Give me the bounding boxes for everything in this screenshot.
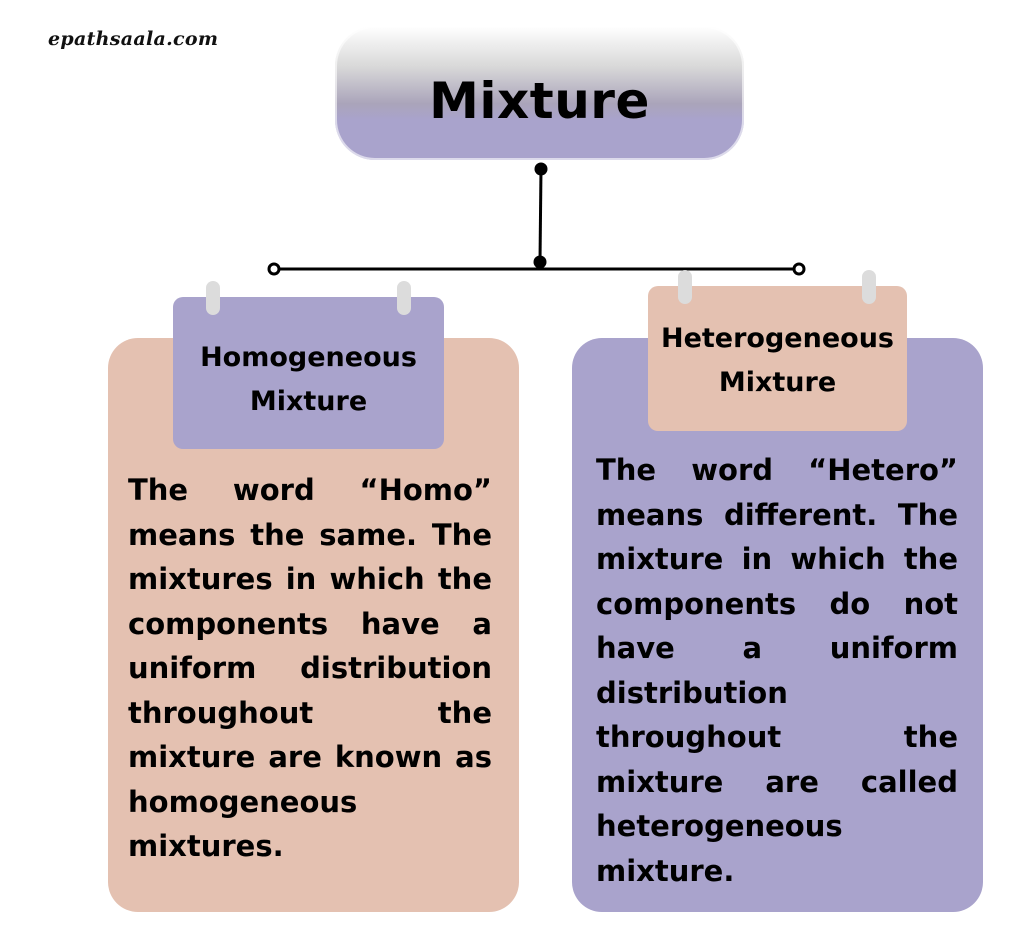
description-line: mixture are called: [596, 764, 958, 799]
description-line: mixtures in which the: [128, 562, 492, 596]
tag-title-line: Mixture: [249, 386, 368, 417]
description-line: uniform distribution: [128, 651, 492, 685]
hanger-peg-icon: [862, 270, 876, 304]
connector-dot-junction-icon: [533, 255, 547, 269]
description-line: mixtures.: [128, 829, 284, 863]
root-title: Mixture: [429, 72, 650, 130]
description-line: The word “Homo”: [128, 473, 492, 507]
description-line: throughout the: [128, 695, 492, 730]
heterogeneous-title-tag: Heterogeneous Mixture: [648, 286, 907, 431]
hanger-peg-icon: [397, 281, 411, 315]
tag-title-line: Heterogeneous: [660, 322, 894, 354]
heterogeneous-description: The word “Hetero” means different. The m…: [596, 448, 958, 893]
heterogeneous-card: [572, 338, 983, 912]
description-line: distribution: [596, 675, 788, 710]
connector-end-left-icon: [267, 262, 281, 276]
vertical-connector: [538, 167, 543, 263]
root-node-mixture: Mixture: [335, 26, 744, 160]
description-line: mixture.: [596, 853, 735, 888]
hanger-peg-icon: [678, 270, 692, 304]
hanger-peg-icon: [206, 281, 220, 315]
description-line: have a uniform: [596, 631, 958, 665]
homogeneous-description: The word “Homo” means the same. The mixt…: [128, 468, 492, 869]
description-line: heterogeneous: [596, 809, 843, 843]
description-line: means the same. The: [128, 517, 492, 552]
tag-title-line: Homogeneous: [200, 342, 417, 373]
description-line: mixture in which the: [596, 542, 958, 576]
description-line: throughout the: [596, 720, 958, 754]
description-line: means different. The: [596, 497, 958, 532]
description-line: mixture are known as: [128, 740, 492, 774]
description-line: components do not: [596, 586, 958, 621]
connector-dot-top-icon: [534, 162, 548, 176]
description-line: components have a: [128, 606, 492, 641]
homogeneous-title-tag: Homogeneous Mixture: [173, 297, 444, 449]
site-watermark: epathsaala.com: [48, 28, 219, 50]
connector-end-right-icon: [792, 262, 806, 276]
description-line: The word “Hetero”: [596, 453, 958, 487]
description-line: homogeneous: [128, 784, 358, 819]
tag-title-line: Mixture: [718, 366, 837, 398]
